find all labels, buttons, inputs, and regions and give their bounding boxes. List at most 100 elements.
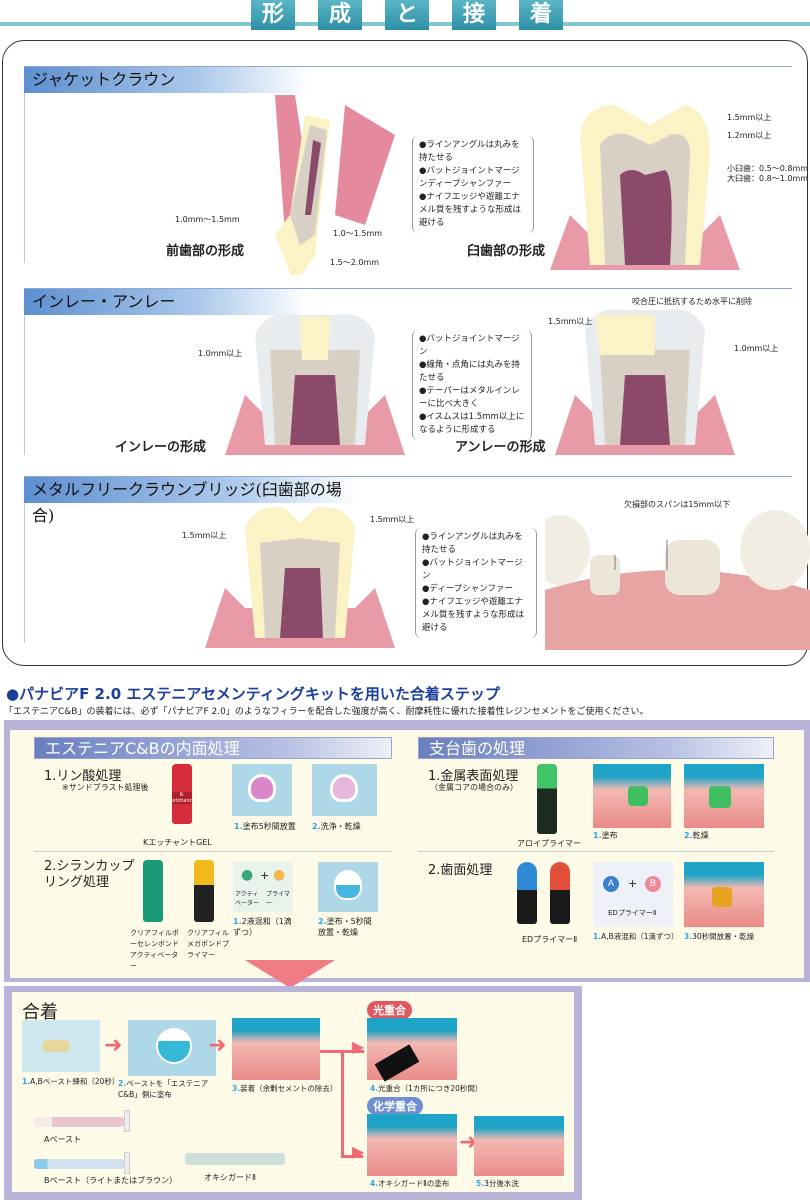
arrow-right: ➜ (459, 1130, 478, 1155)
photo-crown-wash (312, 764, 377, 816)
note: ●ナイフエッジや遊離エナメル質を残すような形成は避ける (422, 597, 525, 633)
dimension-label: 1.2mm以上 (727, 131, 772, 140)
photo-paste-mix (22, 1020, 100, 1072)
photo-caption: 5.3分後水洗 (476, 1179, 519, 1188)
product-name: クリアフィルメガボンドプライマー (187, 929, 229, 959)
note: ●ディープシャンファー (422, 584, 514, 594)
note: ●イスムスは1.5mm以上になるように形成する (419, 412, 525, 435)
paste-a-syringe (34, 1117, 124, 1127)
photo-caption: 2.乾燥 (684, 831, 709, 840)
dimension-label: 1.5〜2.0mm (330, 258, 380, 267)
photo-caption: 2.ペーストを「エステニアC&B」側に塗布 (118, 1079, 209, 1099)
activator-bottle (143, 860, 163, 922)
ed-primer-b-bottle (550, 862, 570, 924)
oxyguard-syringe (185, 1153, 285, 1165)
step-note: （金属コアの場合のみ） (430, 783, 518, 792)
arrow-line (341, 1155, 363, 1158)
bottle-label: K-etchant (172, 792, 192, 804)
molar-tooth-illustration (550, 105, 740, 270)
divider (34, 851, 392, 852)
pretreatment-panel (10, 730, 804, 978)
section-header: エステニアC&Bの内面処理 (34, 737, 392, 759)
note: ●テーパーはメタルインレーに比べ大きく (419, 386, 520, 409)
k-etchant-bottle: K-etchant (172, 764, 192, 824)
caption: 前歯部の形成 (166, 244, 245, 259)
notes-box: ●ラインアングルは丸みを持たせる ●バットジョイントマージンディープシャンファー… (412, 136, 534, 233)
syringe-plunger (124, 1110, 130, 1132)
product-name: KエッチャントGEL (143, 838, 212, 847)
dimension-label: 1.0mm〜1.5mm (175, 215, 240, 224)
product-name: アロイプライマー (517, 839, 581, 848)
divider (24, 503, 25, 643)
photo-caption: 1.A,B液混和（1滴ずつ） (593, 932, 679, 941)
preparation-panel (2, 40, 808, 666)
photo-oxyguard (367, 1114, 457, 1176)
onlay-tooth-illustration (555, 309, 735, 455)
banner-char: 形 (251, 0, 295, 30)
paste-label: オキシガードⅡ (204, 1173, 256, 1182)
note: ●ラインアングルは丸みを持たせる (422, 532, 523, 555)
dimension-label: 1.0mm以上 (734, 344, 779, 353)
anterior-tooth-illustration (275, 95, 395, 275)
dimension-label: 大臼歯：0.8〜1.0mm (727, 174, 809, 183)
dimension-label: 1.5mm以上 (182, 531, 227, 540)
banner-char: と (385, 0, 429, 30)
section-header: 支台歯の処理 (418, 737, 774, 759)
divider (24, 476, 792, 477)
arrow-right: ➜ (104, 1033, 123, 1058)
dimension-label: 小臼歯：0.5〜0.8mm (727, 164, 809, 173)
syringe-plunger (124, 1152, 130, 1174)
photo-caption: 2.洗浄・乾燥 (312, 822, 361, 831)
photo-crown-etch (232, 764, 292, 816)
photo-caption: 1.塗布 (593, 831, 618, 840)
notes-box: ●ラインアングルは丸みを持たせる ●バットジョイントマージン ●ディープシャンフ… (415, 528, 537, 638)
cementation-title: 合着 (22, 1002, 58, 1023)
photo-caption: 1.2液混和（1滴ずつ） (233, 917, 292, 937)
photo-caption: 1.A,Bペースト練和（20秒） (22, 1077, 120, 1086)
step-title: 1.リン酸処理 (44, 769, 122, 784)
note: ●バットジョイントマージン (419, 334, 520, 357)
paste-b-syringe (34, 1159, 124, 1169)
step-title: 1.金属表面処理 (428, 769, 519, 784)
caption: アンレーの形成 (455, 440, 546, 455)
arrow-line (341, 1050, 344, 1158)
steps-subtitle: 「エステニアC&B」の装着には、必ず「パナビアF 2.0」のようなフィラーを配合… (4, 707, 649, 717)
steps-title: ●パナビアF 2.0 エステニアセメンティングキットを用いた合着ステップ (6, 685, 500, 703)
dimension-label: 1.5mm以上 (548, 317, 593, 326)
dimension-label: 欠損部のスパンは15mm以下 (624, 500, 731, 509)
caption: インレーの形成 (115, 440, 207, 455)
photo-caption: 3.30秒間放置・乾燥 (684, 932, 755, 941)
ed-primer-a-bottle (517, 862, 537, 924)
note: ●線角・点角には丸みを持たせる (419, 360, 520, 383)
divider (24, 93, 25, 263)
photo-caption: 4.光重合（1カ所につき20秒間） (370, 1084, 483, 1093)
photo-metal-dry (684, 764, 764, 828)
photo-caption: 1.塗布5秒間放置 (234, 822, 296, 831)
section-title-inlay: インレー・アンレー (24, 289, 309, 315)
note: ●バットジョイントマージンディープシャンファー (419, 166, 520, 189)
divider (24, 315, 25, 455)
dimension-label: 1.0〜1.5mm (333, 229, 383, 238)
photo-ab-mix: A + B EDプライマーⅡ (593, 862, 673, 927)
divider (418, 851, 774, 852)
dimension-label: 1.5mm以上 (727, 113, 772, 122)
note: ●ラインアングルは丸みを持たせる (419, 140, 520, 163)
photo-mix: ● + ● アクティベーター プライマー (233, 862, 293, 912)
section-title-jacket: ジャケットクラウン (24, 67, 309, 93)
banner-char: 着 (519, 0, 563, 30)
dimension-label: 1.5mm以上 (370, 515, 415, 524)
primer-bottle (194, 860, 214, 922)
paste-label: Bペースト（ライトまたはブラウン） (44, 1176, 178, 1185)
dimension-label: 咬合圧に抵抗するため水平に削除 (632, 297, 752, 306)
photo-caption: 3.装着（余剰セメントの除去） (232, 1084, 338, 1093)
arrow-right: ➜ (208, 1033, 227, 1058)
caption: 臼歯部の形成 (467, 244, 546, 259)
step-note: ※サンドブラスト処理後 (62, 783, 149, 792)
photo-light-cure (367, 1018, 457, 1082)
alloy-primer-bottle (537, 764, 557, 834)
photo-tooth-prime (684, 862, 764, 927)
banner-char: 成 (318, 0, 362, 30)
photo-caption: 2.塗布・5秒間放置・乾燥 (318, 917, 372, 937)
light-cure-badge: 光重合 (367, 1001, 412, 1019)
bridge-illustration (545, 510, 810, 650)
